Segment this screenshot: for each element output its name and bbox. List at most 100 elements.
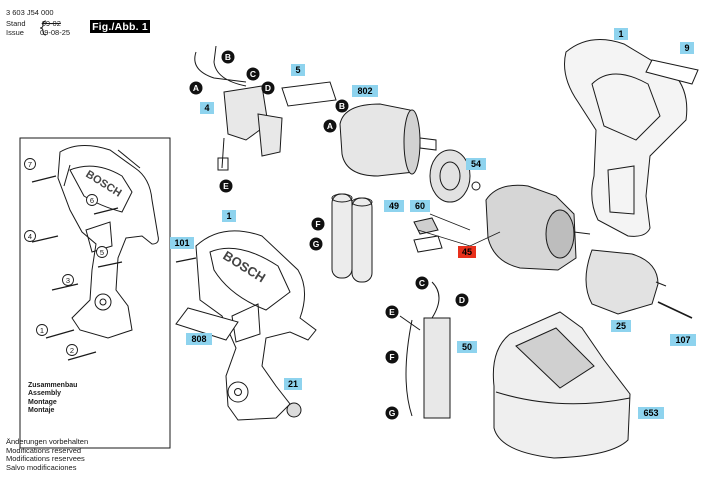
connector-letter-d1: D [265, 83, 271, 93]
connector-letter-g2: G [389, 408, 396, 418]
battery-drawing [331, 193, 373, 283]
assembly-step-4: 4 [24, 230, 36, 242]
connector-letter-c1: C [250, 69, 256, 79]
label-plate-808 [175, 307, 239, 341]
connector-letter-a1: A [193, 83, 199, 93]
connector-g1: G [309, 237, 323, 251]
label-9 [645, 59, 699, 85]
assembly-step-number: 5 [100, 248, 104, 257]
connector-letter-g1: G [313, 239, 320, 249]
switch-drawing [194, 45, 283, 171]
stand-line: Stand 09-02 [6, 19, 61, 28]
cap-21 [286, 402, 302, 418]
connector-c2: C [415, 276, 429, 290]
assembly-step-3: 3 [62, 274, 74, 286]
connector-e2: E [385, 305, 399, 319]
assembly-step-number: 3 [66, 276, 70, 285]
assembly-step-5: 5 [96, 246, 108, 258]
connector-letter-f1: F [315, 219, 320, 229]
screw-101 [175, 257, 197, 263]
assembly-step-1: 1 [36, 324, 48, 336]
connector-letter-e1: E [223, 181, 229, 191]
assembly-step-markers: 7 6 4 5 3 1 2 [24, 158, 108, 356]
connector-d2: D [455, 293, 469, 307]
connector-b1: B [221, 50, 235, 64]
assembly-caption: Zusammenbau Assembly Montage Montaje [28, 382, 77, 416]
charger-drawing [492, 311, 631, 459]
issue-value: 09-08-25 [40, 28, 71, 37]
part-tag-21: 21 [284, 378, 302, 390]
switch-60 [413, 217, 439, 235]
assembly-line-es: Montaje [28, 407, 55, 415]
assembly-housing-drawing [57, 145, 159, 339]
issue-label: Issue [6, 28, 24, 37]
connector-e1: E [219, 179, 233, 193]
right-housing-drawing [564, 39, 688, 237]
connector-g2: G [385, 406, 399, 420]
connector-d1: D [261, 81, 275, 95]
part-tag-54: 54 [466, 158, 486, 170]
part-tag-4: 4 [200, 102, 214, 114]
connector-letter-c2: C [419, 278, 425, 288]
connector-f1: F [311, 217, 325, 231]
part-tag-49: 49 [384, 200, 404, 212]
part-tag-45: 45 [458, 246, 476, 258]
assembly-box-frame [19, 137, 171, 449]
part-tag-1-right: 1 [614, 28, 628, 40]
document-number: 3 603 J54 000 [6, 8, 54, 17]
circuit-board-drawing [399, 281, 451, 419]
connector-b2: B [335, 99, 349, 113]
brand-logo-middle: BOSCH [220, 248, 268, 286]
footer-note-en: Modifications reserved [6, 445, 82, 455]
stand-label: Stand [6, 19, 26, 28]
assembly-screws [31, 175, 123, 361]
figure-badge: Fig./Abb. 1 [90, 20, 150, 33]
assembly-step-7: 7 [24, 158, 36, 170]
footer-note-fr: Modifications reservees [6, 454, 85, 464]
screw-107 [657, 301, 693, 319]
connector-letter-b1: B [225, 52, 231, 62]
motor-drawing [339, 103, 437, 177]
assembly-line-de: Zusammenbau [28, 382, 78, 389]
assembly-step-2: 2 [66, 344, 78, 356]
part-tag-5: 5 [291, 64, 305, 76]
part-tag-60: 60 [410, 200, 430, 212]
issue-line: Issue 09-08-25 [6, 28, 70, 37]
part-tag-101: 101 [170, 237, 194, 249]
gear-plate-drawing [429, 149, 481, 203]
connector-c1: C [246, 67, 260, 81]
label-5 [281, 81, 337, 107]
assembly-step-number: 7 [28, 160, 32, 169]
part-tag-50: 50 [457, 341, 477, 353]
part-tag-808: 808 [186, 333, 212, 345]
footer-note-de: Änderungen vorbehalten [6, 437, 89, 446]
part-tag-1-middle: 1 [222, 210, 236, 222]
part-tag-9: 9 [680, 42, 694, 54]
part-tag-653: 653 [638, 407, 664, 419]
assembly-step-number: 4 [28, 232, 32, 241]
connector-a2: A [323, 119, 337, 133]
part-tag-107: 107 [670, 334, 696, 346]
connector-letter-a2: A [327, 121, 333, 131]
connector-letter-e2: E [389, 307, 395, 317]
assembly-step-number: 2 [70, 346, 74, 355]
assembly-step-6: 6 [86, 194, 98, 206]
gearbox-drawing [485, 184, 591, 271]
connector-letter-b2: B [339, 101, 345, 111]
assembly-line-en: Assembly [28, 390, 62, 398]
middle-housing-drawing [195, 230, 317, 421]
switch-60-base [413, 235, 443, 253]
connector-letter-f2: F [389, 352, 394, 362]
stand-value: 09-02 [41, 19, 61, 28]
assembly-line-fr: Montage [28, 398, 57, 406]
connector-a1: A [189, 81, 203, 95]
chuck-drawing [585, 249, 667, 315]
header-brace [39, 20, 47, 36]
assembly-step-number: 6 [90, 196, 94, 205]
footer-notes: Änderungen vorbehalten Modifications res… [6, 437, 89, 472]
connector-letter-d2: D [459, 295, 465, 305]
assembly-step-number: 1 [40, 326, 44, 335]
connector-f2: F [385, 350, 399, 364]
